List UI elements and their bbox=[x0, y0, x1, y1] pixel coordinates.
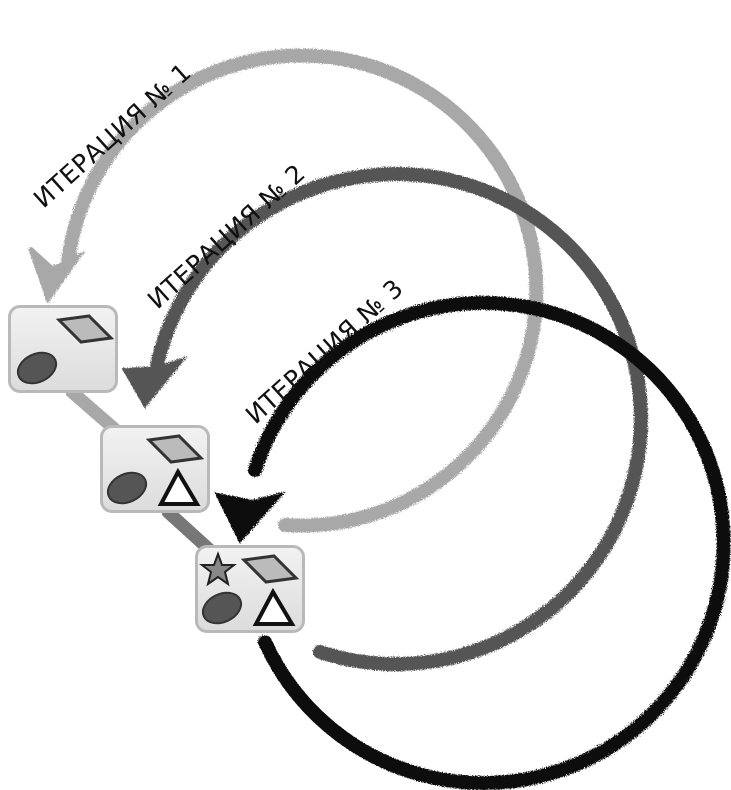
parallelogram-shape bbox=[55, 314, 115, 344]
parallelogram-shape bbox=[240, 554, 300, 584]
ellipse-shape bbox=[106, 471, 148, 505]
triangle-shape bbox=[252, 587, 296, 626]
triangle-shape bbox=[157, 467, 201, 506]
loop-2-arc bbox=[150, 167, 648, 672]
loop-3-arc bbox=[248, 296, 731, 790]
loop-2-arrowhead bbox=[121, 355, 188, 409]
iteration-3-result-box bbox=[195, 545, 305, 633]
iteration-2-result-box bbox=[100, 425, 210, 513]
star-shape bbox=[199, 551, 237, 587]
loop-1-arrowhead bbox=[28, 246, 86, 305]
loop-1-arc bbox=[61, 48, 544, 533]
parallelogram-shape bbox=[145, 434, 205, 464]
ellipse-shape bbox=[201, 591, 243, 625]
ellipse-shape bbox=[16, 351, 58, 385]
loop-3-arrowhead bbox=[214, 491, 286, 544]
iteration-1-result-box bbox=[8, 305, 118, 393]
